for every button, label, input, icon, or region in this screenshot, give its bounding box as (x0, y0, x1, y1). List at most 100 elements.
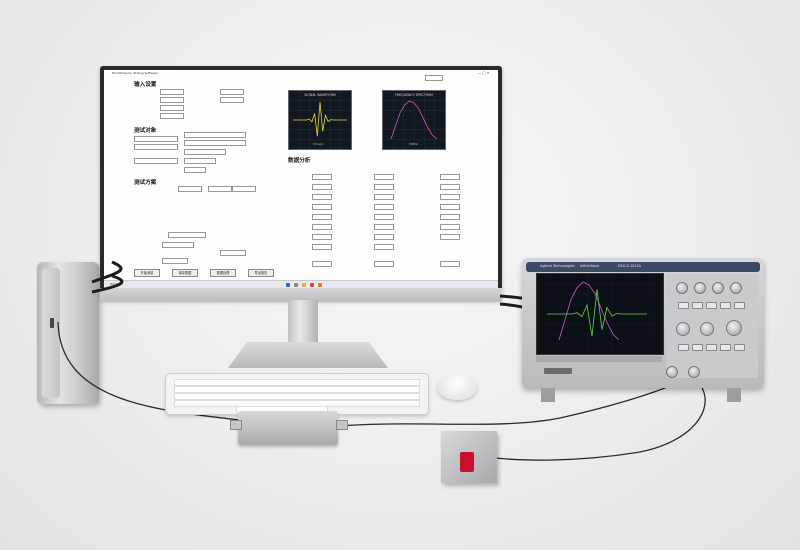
monitor-stand-neck (288, 300, 318, 346)
analysis-field-9 (440, 194, 460, 200)
analysis-field-22 (312, 244, 332, 250)
box-connector-left (230, 420, 242, 430)
analysis-field-23 (374, 244, 394, 250)
scope-knob-7 (726, 320, 742, 336)
waveform-xlabel: Time(s) (313, 142, 324, 146)
scope-bnc-1 (666, 366, 678, 378)
ultrasonic-pulser-box (238, 411, 338, 445)
object-field-2 (184, 132, 246, 138)
window-controls: — ▢ ✕ (478, 71, 490, 75)
monitor-bottom-bezel (100, 288, 502, 302)
monitor-screen: RS-Ultrasonic Testing Software — ▢ ✕ 输入设… (104, 70, 498, 288)
analysis-field-14 (374, 214, 394, 220)
start-measure-button[interactable]: 开始测量 (134, 269, 160, 277)
scope-knob-5 (676, 322, 690, 336)
start-icon[interactable] (286, 282, 290, 287)
browser-icon[interactable] (310, 282, 314, 287)
analysis-field-1 (312, 174, 332, 180)
scope-key-2 (692, 302, 703, 309)
section-data-analysis-heading: 数据分析 (288, 158, 311, 164)
scope-key-6 (678, 344, 689, 351)
box-connector-right (336, 420, 348, 430)
scope-bnc-2 (688, 366, 700, 378)
analysis-field-24 (312, 261, 332, 267)
analysis-field-16 (312, 224, 332, 230)
scope-key-7 (692, 344, 703, 351)
os-taskbar: Windows (104, 280, 498, 288)
oscilloscope-screen (536, 273, 664, 355)
scope-waveform-trace (547, 289, 647, 337)
scheme-field-7 (162, 258, 188, 264)
scope-key-5 (734, 302, 745, 309)
section-test-object-heading: 测试对象 (134, 128, 157, 134)
scope-key-4 (720, 302, 731, 309)
process-data-button[interactable]: 数据处理 (210, 269, 236, 277)
key-row-1 (174, 379, 420, 386)
scope-model: InfiniiVision (580, 264, 600, 268)
section-input-heading: 输入设置 (134, 82, 157, 88)
analysis-field-15 (440, 214, 460, 220)
analysis-field-25 (374, 261, 394, 267)
param-field-5 (160, 105, 184, 111)
scope-spectrum-trace (558, 281, 620, 341)
export-report-button[interactable]: 导出报告 (248, 269, 274, 277)
scheme-field-3 (232, 186, 256, 192)
mini-pc-front (42, 268, 60, 398)
scope-softkey-strip (536, 356, 662, 362)
scope-knob-2 (694, 282, 706, 294)
analysis-field-17 (374, 224, 394, 230)
analysis-field-10 (312, 204, 332, 210)
object-field-1 (134, 136, 178, 142)
save-data-button[interactable]: 保存数据 (172, 269, 198, 277)
analysis-field-5 (374, 184, 394, 190)
spectrum-plot: FREQUENCY SPECTRUM f(MHz) (382, 90, 446, 150)
scope-knob-1 (676, 282, 688, 294)
sensor-connector (474, 456, 484, 462)
oscilloscope-header-strip (526, 262, 760, 272)
scope-knob-6 (700, 322, 714, 336)
scheme-field-5 (162, 242, 194, 248)
scope-key-3 (706, 302, 717, 309)
scope-key-10 (734, 344, 745, 351)
scope-foot-left (541, 388, 555, 402)
scope-foot-right (727, 388, 741, 402)
scheme-field-2 (208, 186, 232, 192)
ultrasonic-sensor (460, 452, 474, 472)
monitor-stand-base (228, 342, 388, 368)
scheme-field-6 (220, 250, 246, 256)
key-row-2 (174, 386, 420, 393)
param-field-7 (425, 75, 443, 81)
key-row-3 (174, 393, 420, 400)
waveform-chart (289, 91, 351, 149)
analysis-field-20 (374, 234, 394, 240)
mouse (437, 374, 477, 400)
scope-knob-4 (730, 282, 742, 294)
analysis-field-7 (312, 194, 332, 200)
object-field-7 (184, 158, 216, 164)
analysis-field-4 (312, 184, 332, 190)
object-field-4 (184, 140, 246, 146)
param-field-4 (220, 97, 244, 103)
object-field-8 (184, 167, 206, 173)
analysis-field-18 (440, 224, 460, 230)
section-test-scheme-heading: 测试方案 (134, 180, 157, 186)
param-field-2 (220, 89, 244, 95)
waveform-plot: SIGNAL WAVEFORM Time(s) (288, 90, 352, 150)
waveform-series-line (293, 101, 347, 137)
window-title: RS-Ultrasonic Testing Software (112, 71, 158, 75)
spectrum-chart (383, 91, 445, 149)
object-field-6 (134, 158, 178, 164)
folder-icon[interactable] (302, 282, 306, 287)
mini-pc-port (50, 318, 54, 328)
analysis-field-2 (374, 174, 394, 180)
param-field-6 (160, 113, 184, 119)
param-field-3 (160, 97, 184, 103)
scope-series: DSO-X 2012A (618, 264, 641, 268)
app-icon[interactable] (318, 282, 322, 287)
analysis-field-12 (440, 204, 460, 210)
search-icon[interactable] (294, 282, 298, 287)
object-field-3 (134, 144, 178, 150)
scheme-field-1 (178, 186, 202, 192)
analysis-field-6 (440, 184, 460, 190)
